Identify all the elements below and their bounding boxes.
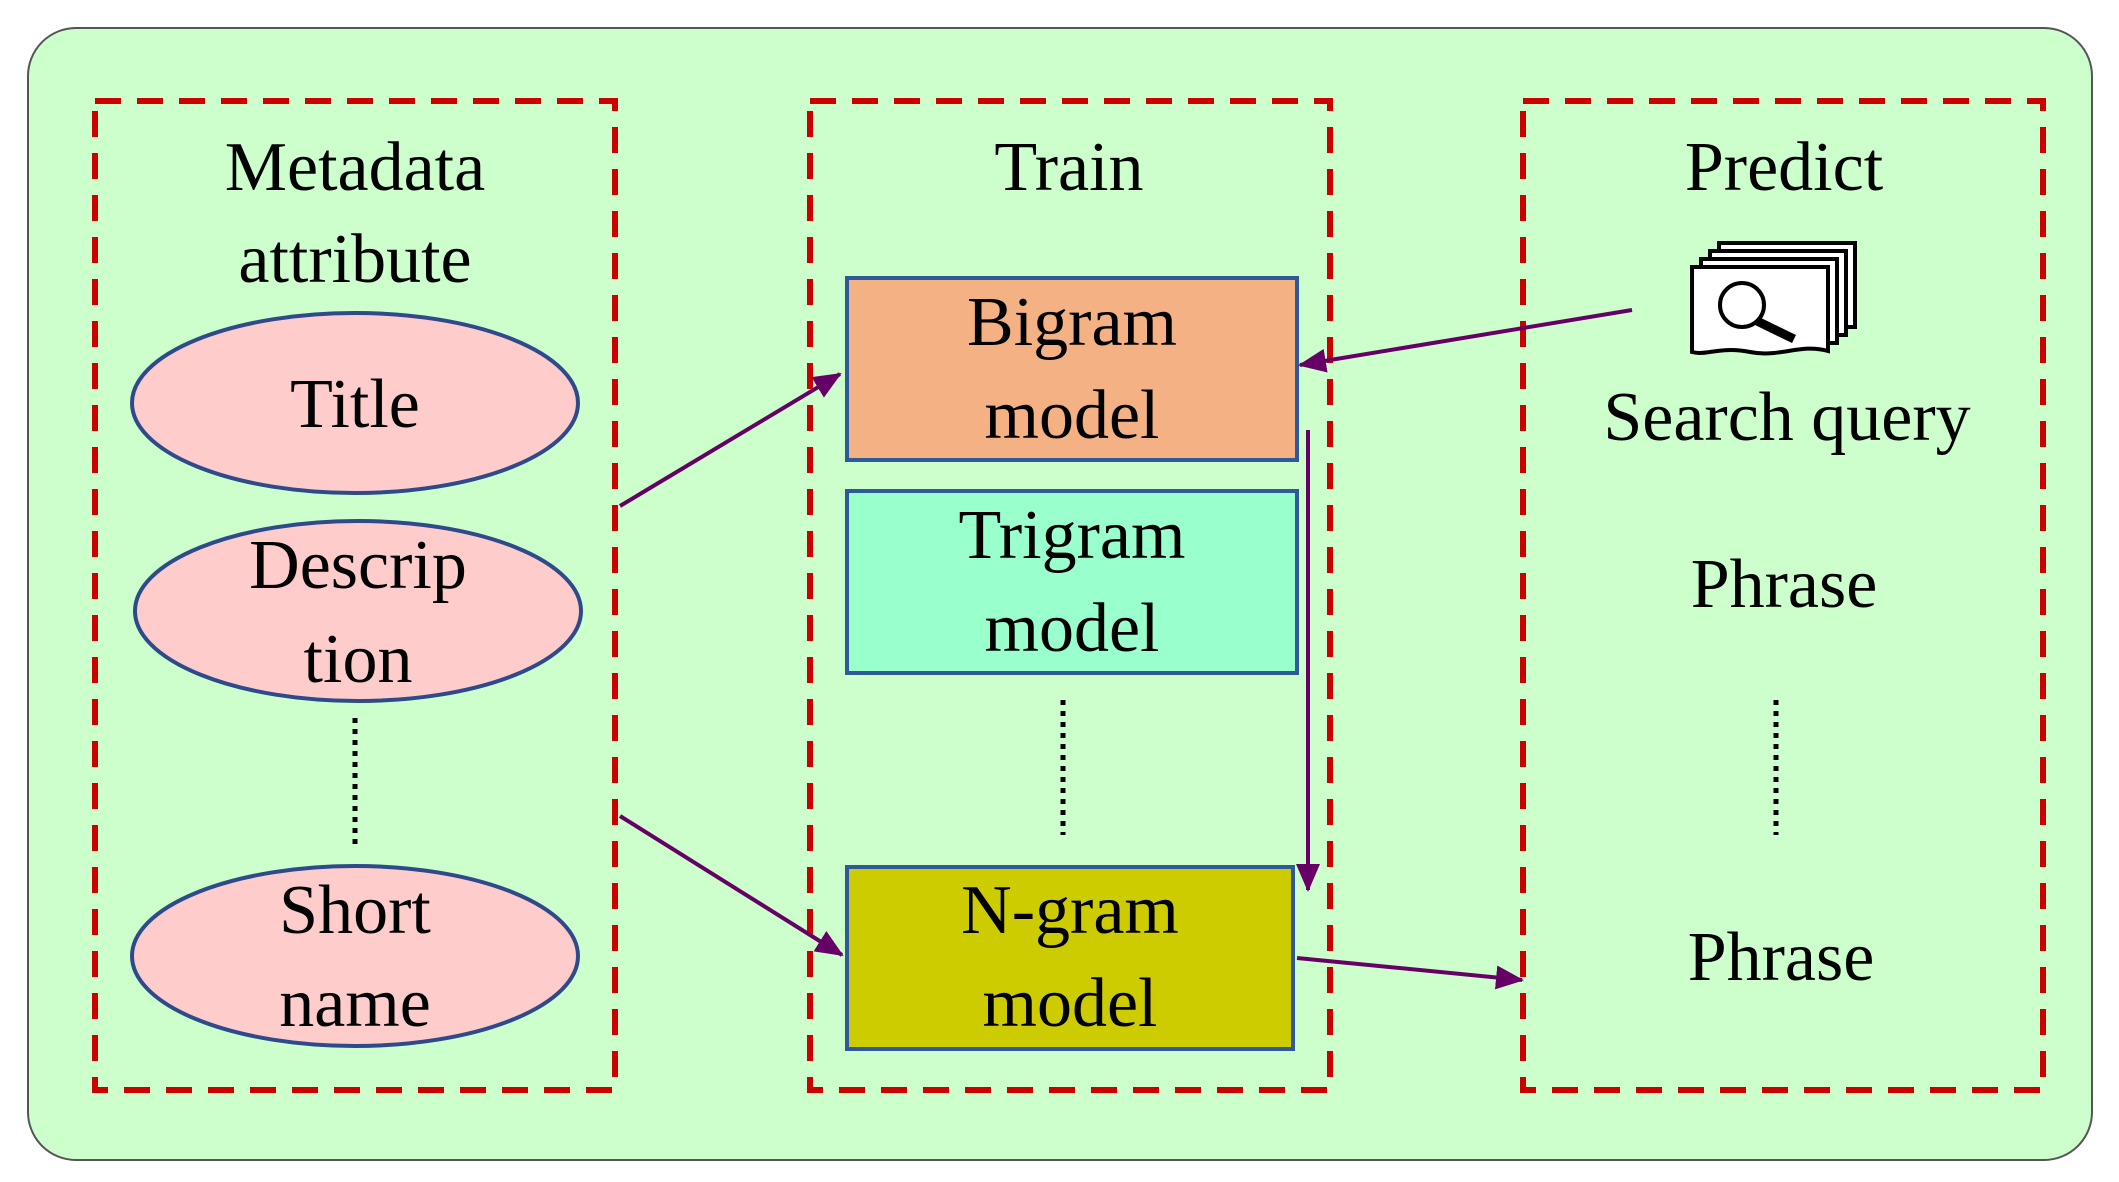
bigram-model-label-line2: model xyxy=(985,377,1160,454)
arrow-metadata-to-bigram xyxy=(618,372,842,508)
ngram-model-label-line1: N-gram xyxy=(961,872,1179,949)
trigram-model-box xyxy=(845,489,1299,675)
train-panel-title: Train xyxy=(994,129,1143,206)
phrase-bottom-label: Phrase xyxy=(1688,919,1875,996)
short-name-ellipse-label-line2: name xyxy=(279,965,431,1042)
predict-panel-border xyxy=(1520,98,2046,1093)
metadata-panel-border xyxy=(92,98,618,1093)
train-panel-border xyxy=(807,98,1333,1093)
trigram-model-label-line1: Trigram xyxy=(959,497,1186,574)
metadata-panel-title-line2: attribute xyxy=(238,221,471,298)
arrow-ngram-to-phrase xyxy=(1296,956,1524,990)
arrow-metadata-to-ngram xyxy=(618,814,844,957)
ngram-model-label-line2: model xyxy=(983,965,1158,1042)
ngram-model-box xyxy=(845,865,1295,1051)
search-documents-icon xyxy=(1690,241,1857,356)
predict-panel-title: Predict xyxy=(1685,129,1884,206)
description-ellipse xyxy=(133,519,583,703)
description-ellipse-label-line1: Descrip xyxy=(249,527,467,604)
title-ellipse-label: Title xyxy=(290,366,420,443)
phrase-top-label: Phrase xyxy=(1691,546,1878,623)
search-query-label: Search query xyxy=(1603,379,1970,456)
description-ellipse-label-line2: tion xyxy=(304,621,413,698)
metadata-panel-title-line1: Metadata xyxy=(225,129,485,206)
short-name-ellipse-label-line1: Short xyxy=(279,872,431,949)
bigram-model-label-line1: Bigram xyxy=(967,284,1177,361)
bigram-model-box xyxy=(845,276,1299,462)
arrow-search-to-bigram xyxy=(1298,308,1633,373)
short-name-ellipse xyxy=(130,864,580,1048)
trigram-model-label-line2: model xyxy=(985,590,1160,667)
title-ellipse xyxy=(130,311,580,495)
